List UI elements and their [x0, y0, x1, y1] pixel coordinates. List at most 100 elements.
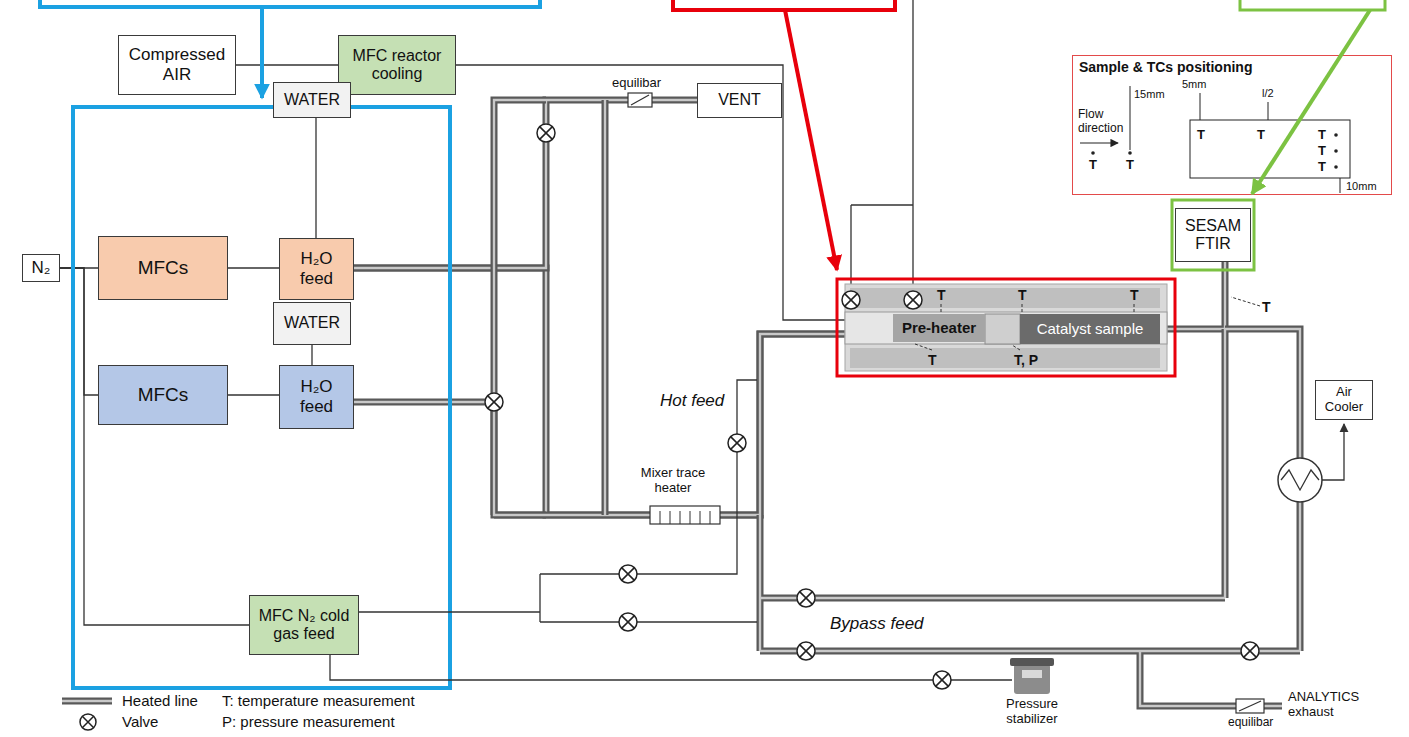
trace-heater-symbol — [660, 511, 710, 524]
valve-symbol — [619, 565, 637, 583]
key-note: T: temperature measurement — [222, 692, 415, 709]
dimension-label: 10mm — [1346, 180, 1377, 193]
legend-sample — [62, 700, 112, 702]
node-text: WATER — [284, 91, 340, 109]
reactor-furnace — [985, 314, 1020, 344]
valve-symbol — [537, 124, 555, 142]
node-text: WATER — [284, 314, 340, 332]
controller-box: MFC N₂ cold gas feed — [249, 595, 359, 655]
valve-symbol — [797, 589, 815, 607]
heated-line — [354, 334, 893, 515]
valve-symbol — [1241, 642, 1259, 660]
node-text: Compressed AIR — [122, 45, 232, 84]
reactor-furnace — [850, 288, 1160, 308]
valve-symbol — [619, 613, 637, 631]
gas-line — [60, 268, 98, 395]
equilibar-symbol — [631, 95, 649, 105]
legend-text: Valve — [122, 713, 158, 730]
gas-line — [228, 395, 279, 396]
highlight-frames — [73, 107, 450, 688]
valve-symbol — [904, 291, 922, 309]
legend-entry: Valve — [122, 713, 158, 730]
gas-line — [60, 268, 249, 625]
thermocouple-label: T — [1018, 287, 1027, 303]
gas-line — [236, 64, 338, 65]
trace-heater-symbol — [650, 506, 720, 524]
thermocouple-dot — [1334, 149, 1338, 153]
node-text: MFCs — [138, 257, 189, 279]
gas-line — [236, 65, 338, 66]
valve-symbol — [845, 294, 858, 307]
thermocouple-label: T — [1318, 144, 1326, 159]
highlight-frames — [1172, 200, 1254, 270]
thermocouple-label: T — [937, 287, 946, 303]
valve-symbol — [797, 642, 815, 660]
heat-exchanger-symbol — [1322, 424, 1344, 480]
gas-line — [316, 118, 317, 238]
valve-symbol — [933, 671, 951, 689]
valve-symbol — [1241, 642, 1259, 660]
heated-line — [354, 100, 697, 268]
feed-box: H₂O feed — [279, 238, 354, 300]
cooler-box: Air Cooler — [1315, 380, 1373, 420]
trace-heater-symbol — [650, 506, 720, 524]
gas-line — [311, 345, 312, 365]
feed-box: H₂O feed — [279, 365, 354, 429]
flow-label: Flow direction — [1078, 108, 1138, 136]
highlight-frames — [785, 10, 837, 270]
device-label: Pressure stabilizer — [992, 697, 1072, 727]
valve-symbol — [842, 291, 860, 309]
vent-box: VENT — [697, 83, 782, 118]
reactor-furnace — [845, 284, 1167, 371]
node-text: H₂O feed — [283, 377, 350, 416]
heated-line — [1160, 262, 1225, 329]
valve-symbol — [485, 393, 503, 411]
pressure-stabilizer-icon — [1014, 664, 1050, 694]
gas-lines — [330, 0, 1012, 680]
valve-symbol — [842, 291, 860, 309]
valve-symbol — [728, 434, 746, 452]
valve-symbol — [797, 642, 815, 660]
pressure-stabilizer-icon — [1010, 658, 1054, 666]
pressure-stabilizer-icon — [1022, 670, 1042, 678]
analyzer-box: SESAM FTIR — [1175, 208, 1251, 262]
highlight-frames — [260, 7, 264, 98]
thermocouple-dot — [1091, 151, 1095, 155]
node-text: N₂ — [32, 258, 51, 278]
valve-symbol — [800, 645, 813, 658]
node-text: SESAM FTIR — [1179, 217, 1247, 254]
outlet-label: ANALYTICS exhaust — [1288, 690, 1378, 720]
heated-line — [1160, 262, 1225, 329]
valve-symbol — [933, 671, 951, 689]
heat-exchanger-symbol — [1278, 458, 1322, 502]
legend-sample — [62, 701, 112, 730]
node-text: Sample & TCs positioning — [1079, 59, 1252, 75]
valve-symbol — [728, 434, 746, 452]
thermocouple-label: T — [1197, 128, 1205, 143]
controller-box: MFC reactor cooling — [338, 35, 456, 95]
valve-symbol — [485, 124, 1259, 689]
supply-box: WATER — [273, 302, 351, 345]
heat-exchanger-symbol — [1278, 424, 1344, 502]
thermocouple-label: T — [1262, 299, 1271, 315]
equilibar-symbol — [1239, 701, 1261, 711]
highlight-frames — [1240, 0, 1385, 10]
heated-line — [354, 100, 697, 268]
valve-symbol — [488, 396, 501, 409]
highlight-arrow — [1252, 10, 1370, 194]
sample-outline — [1080, 142, 1118, 143]
reactor-furnace — [837, 279, 1175, 376]
key-note: P: pressure measurement — [222, 713, 395, 730]
thermocouple-leader — [915, 344, 1020, 350]
heated-line — [354, 268, 893, 515]
heated-line — [354, 100, 697, 268]
line-label: Bypass feed — [830, 614, 924, 634]
gas-line — [315, 118, 316, 238]
source-box: Compressed AIR — [118, 35, 236, 95]
heated-line — [354, 334, 893, 515]
heat-exchanger-symbol — [1281, 470, 1319, 490]
legend-entry: Heated line — [122, 692, 198, 709]
thermocouple-dot — [1128, 151, 1132, 155]
valve-symbol — [622, 568, 635, 581]
